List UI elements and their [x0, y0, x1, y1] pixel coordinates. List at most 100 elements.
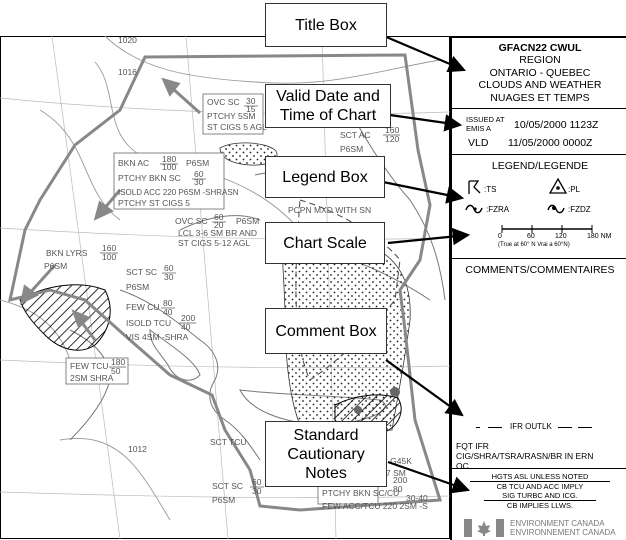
scale-bar: [501, 225, 593, 233]
arrow-comment: [385, 359, 464, 417]
label-ptchy-bkn-sc-top: 60: [194, 169, 204, 179]
ifr-outlook-dash-1: [476, 427, 480, 428]
callout-cautionary-line-1: Standard: [293, 426, 359, 444]
label-30-40: 30-40: [406, 493, 428, 503]
label-ovc-sc: OVC SC: [207, 97, 240, 107]
chart-title-en: CLOUDS AND WEATHER: [478, 79, 602, 91]
gfa-boundary: [8, 53, 442, 512]
arrow-legend: [382, 180, 465, 204]
comments-panel: COMMENTS/COMMENTAIRES IFR OUTLK FQT IFR …: [450, 258, 626, 471]
scale-tick-120: 120: [555, 233, 567, 240]
label-ptchy-st-cigs: PTCHY ST CIGS 5: [118, 198, 190, 208]
label-p6sm-f: P6SM: [212, 495, 235, 505]
callout-comment-box: Comment Box: [265, 308, 387, 354]
ifr-outlook-dash-2: [488, 427, 502, 428]
label-isold-tcu-base: 40: [181, 322, 191, 332]
ifr-outlook-dash-4: [578, 427, 592, 428]
label-boxes: [65, 93, 379, 505]
scale-tick-0: 0: [498, 233, 502, 240]
callout-cautionary-notes: Standard Cautionary Notes: [265, 421, 387, 487]
callout-cautionary-line-3: Notes: [305, 464, 347, 482]
notes-line-3: SIG TURBC AND ICG.: [502, 491, 578, 500]
comment-line-1: FQT IFR: [456, 441, 489, 451]
legend-pl-label: :PL: [568, 185, 581, 194]
label-ovc-sc-top: 30: [246, 96, 256, 106]
label-sct-sc-base: 30: [164, 272, 174, 282]
thunderstorm-icon: [468, 180, 481, 194]
label-p6sm-a: P6SM: [340, 144, 363, 154]
valid-datetime: 11/05/2000 0000Z: [508, 137, 593, 149]
label-few-tcu-base: 50: [111, 366, 121, 376]
label-few-cu-top: 80: [163, 298, 173, 308]
notes-line-2: CB TCU AND ACC IMPLY: [496, 482, 584, 491]
issued-label-en: ISSUED AT: [466, 115, 505, 124]
label-st-cigs: ST CIGS 5 AGL: [207, 122, 267, 132]
label-p6sm-d: P6SM: [44, 261, 67, 271]
label-ptchy-bkn-sc-cu: PTCHY BKN SC/CU: [322, 488, 399, 498]
agency-name-fr: ENVIRONNEMENT CANADA: [510, 528, 616, 537]
arrow-scale: [387, 227, 471, 246]
label-ovc-sc-2-top: 60: [214, 212, 224, 222]
label-p6sm-e: P6SM: [126, 282, 149, 292]
issued-label: ISSUED AT EMIS A: [466, 115, 505, 133]
notes-panel: HGTS ASL UNLESS NOTED CB TCU AND ACC IMP…: [450, 468, 626, 540]
callout-title-box-text: Title Box: [295, 16, 357, 34]
label-200: 200: [393, 475, 407, 485]
label-ptchy-bkn-sc-base: 30: [194, 177, 204, 187]
comment-text: FQT IFR CIG/SHRA/TSRA/RASN/BR IN ERN QC: [456, 441, 593, 471]
label-7sm: 7 SM: [386, 468, 406, 478]
movement-arrows: [19, 77, 201, 341]
arrow-valid-date: [389, 113, 463, 132]
callout-chart-scale: Chart Scale: [265, 222, 385, 264]
callout-legend-box-text: Legend Box: [282, 168, 368, 186]
agency-name-en: ENVIRONMENT CANADA: [510, 519, 605, 528]
label-few-cu-base: 40: [163, 307, 173, 317]
comment-line-2: CIG/SHRA/TSRA/RASN/BR IN ERN: [456, 451, 594, 461]
label-ptchy-5sm: PTCHY 5SM: [207, 111, 256, 121]
label-sct-sc-2-top: 60: [252, 477, 262, 487]
notes-line-1: HGTS ASL UNLESS NOTED: [470, 472, 610, 482]
canada-flag-logo: [464, 519, 504, 537]
ifr-outlook-label: IFR OUTLK: [510, 422, 552, 431]
label-sct-sc-2: SCT SC: [212, 481, 243, 491]
label-isold-acc: ISOLD ACC 220 P6SM -SHRASN: [118, 188, 239, 197]
callout-comment-box-text: Comment Box: [275, 322, 377, 340]
label-isold-tcu: ISOLD TCU: [126, 318, 171, 328]
label-bkn-ac-base: 100: [162, 162, 176, 172]
label-80: 80: [393, 484, 403, 494]
title-panel: GFACN22 CWUL REGION ONTARIO - QUEBEC CLO…: [450, 36, 626, 110]
isobar-1012: 1012: [128, 444, 147, 454]
label-2sm-shra: 2SM SHRA: [70, 373, 114, 383]
label-bkn-ac-top: 180: [162, 154, 176, 164]
agency-name: ENVIRONMENT CANADA ENVIRONNEMENT CANADA: [510, 519, 616, 537]
issued-datetime: 10/05/2000 1123Z: [514, 119, 599, 131]
label-sct-sc: SCT SC: [126, 267, 157, 277]
map-text: 1020 1016 1012 OVC SC 30 15 PTCHY 5SM ST…: [44, 35, 428, 511]
ifr-outlook-line: [295, 199, 401, 381]
valid-label: VLD: [468, 137, 489, 149]
legend-ts-label: :TS: [484, 185, 497, 194]
callout-legend-box: Legend Box: [265, 156, 385, 198]
callout-chart-scale-text: Chart Scale: [283, 234, 367, 252]
label-br-g45k: BR G45K: [376, 456, 412, 466]
callout-valid-date-line-2: Time of Chart: [279, 107, 377, 124]
region-label: REGION: [519, 54, 561, 66]
legend-fzra-label: :FZRA: [486, 205, 510, 214]
label-sct-tcu: SCT TCU: [210, 437, 247, 447]
label-few-tcu: FEW TCU: [70, 361, 109, 371]
arrow-notes: [387, 460, 471, 494]
issued-label-fr: EMIS A: [466, 124, 492, 133]
label-ovc-sc-2: OVC SC: [175, 216, 208, 226]
label-bkn-ac: BKN AC: [118, 158, 149, 168]
scale-tick-60: 60: [527, 233, 535, 240]
label-sct-sc-top: 60: [164, 263, 174, 273]
area-name: ONTARIO - QUEBEC: [489, 66, 591, 79]
arrow-title: [383, 34, 467, 73]
label-vis-shra: VIS 4SM -SHRA: [126, 332, 189, 342]
comment-line-3: QC: [456, 461, 469, 471]
notes-line-4: CB IMPLIES LLWS.: [484, 500, 596, 510]
label-st-cigs-2: ST CIGS 5-12 AGL: [178, 238, 250, 248]
label-few-cu: FEW CU: [126, 302, 160, 312]
label-bkn-lyrs: BKN LYRS: [46, 248, 88, 258]
label-ptchy-bkn-sc: PTCHY BKN SC: [118, 173, 181, 183]
